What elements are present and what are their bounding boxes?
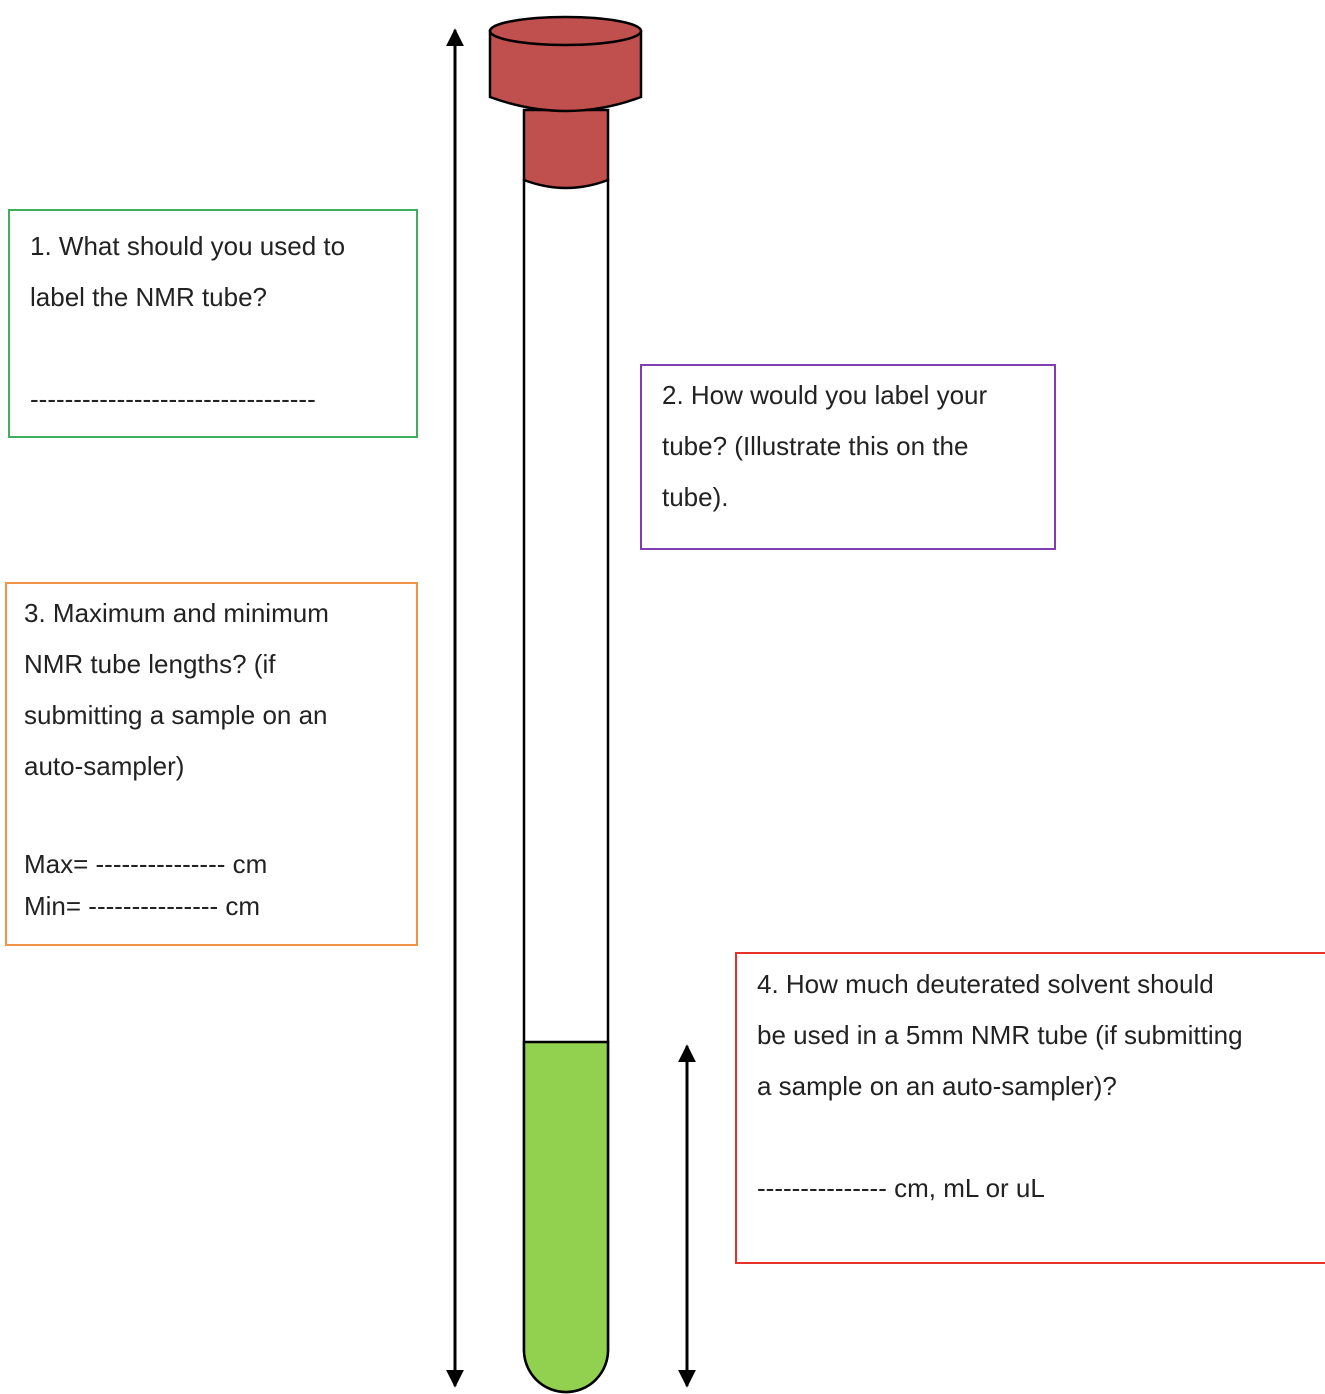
question-4-answer-blank[interactable]: --------------- cm, mL or uL: [757, 1173, 1045, 1203]
question-1-text-line-2: label the NMR tube?: [30, 282, 268, 312]
question-4-text-line-2: be used in a 5mm NMR tube (if submitting: [757, 1020, 1243, 1050]
question-2-box: 2. How would you label your tube? (Illus…: [640, 364, 1056, 550]
question-3-text-line-3: submitting a sample on an: [24, 700, 328, 730]
cap-top-rim: [488, 15, 643, 47]
question-4-text-line-3: a sample on an auto-sampler)?: [757, 1071, 1117, 1101]
question-3-text-line-2: NMR tube lengths? (if: [24, 649, 276, 679]
question-1-answer-blank[interactable]: ---------------------------------: [30, 384, 316, 414]
question-4-box: 4. How much deuterated solvent should be…: [735, 952, 1325, 1264]
question-2-text-line-1: 2. How would you label your: [662, 380, 988, 410]
question-3-text-line-1: 3. Maximum and minimum: [24, 598, 329, 628]
question-3-text-line-4: auto-sampler): [24, 751, 185, 781]
question-2-text-line-3: tube).: [662, 482, 729, 512]
cap-neck: [522, 108, 610, 190]
question-4-text-line-1: 4. How much deuterated solvent should: [757, 969, 1214, 999]
cap-top: [488, 29, 643, 113]
question-3-box: 3. Maximum and minimum NMR tube lengths?…: [5, 582, 418, 946]
question-3-min-answer[interactable]: Min= --------------- cm: [24, 891, 261, 921]
question-2-text-line-2: tube? (Illustrate this on the: [662, 431, 969, 461]
question-1-box: 1. What should you used to label the NMR…: [8, 209, 418, 438]
question-3-max-answer[interactable]: Max= --------------- cm: [24, 849, 268, 879]
question-1-text-line-1: 1. What should you used to: [30, 231, 346, 261]
solvent-fill: [522, 1040, 610, 1394]
